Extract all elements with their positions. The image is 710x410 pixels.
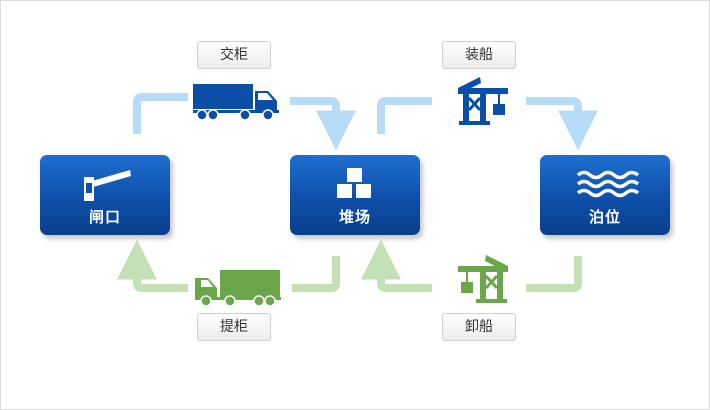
import-truck-icon <box>193 266 283 312</box>
tag-unload-ship: 卸船 <box>442 313 516 341</box>
arrow-gate-to-truck <box>133 93 188 134</box>
arrow-crane-to-berth <box>526 97 598 151</box>
export-crane-icon <box>455 74 511 130</box>
tag-pickup-container: 提柜 <box>197 313 271 341</box>
tag-load-ship: 装船 <box>442 41 516 69</box>
node-berth: 泊位 <box>540 155 670 235</box>
node-gate-label: 闸口 <box>88 208 121 226</box>
node-gate: 闸口 <box>40 155 170 235</box>
node-yard-label: 堆场 <box>338 208 371 226</box>
waves-icon <box>540 165 670 201</box>
tag-deliver-container: 交柜 <box>197 41 271 69</box>
arrow-yard-to-truck <box>292 256 340 292</box>
node-yard: 堆场 <box>290 155 420 235</box>
arrow-truck-to-yard <box>290 97 356 151</box>
arrow-crane-to-yard <box>361 239 432 292</box>
export-truck-icon <box>192 80 282 126</box>
barrier-gate-icon <box>40 165 170 201</box>
import-crane-icon <box>455 252 511 308</box>
node-berth-label: 泊位 <box>588 208 621 226</box>
arrow-berth-to-crane <box>526 256 582 292</box>
stacked-boxes-icon <box>290 165 420 201</box>
arrow-truck-to-gate <box>117 239 188 292</box>
arrow-yard-to-crane <box>377 97 432 134</box>
